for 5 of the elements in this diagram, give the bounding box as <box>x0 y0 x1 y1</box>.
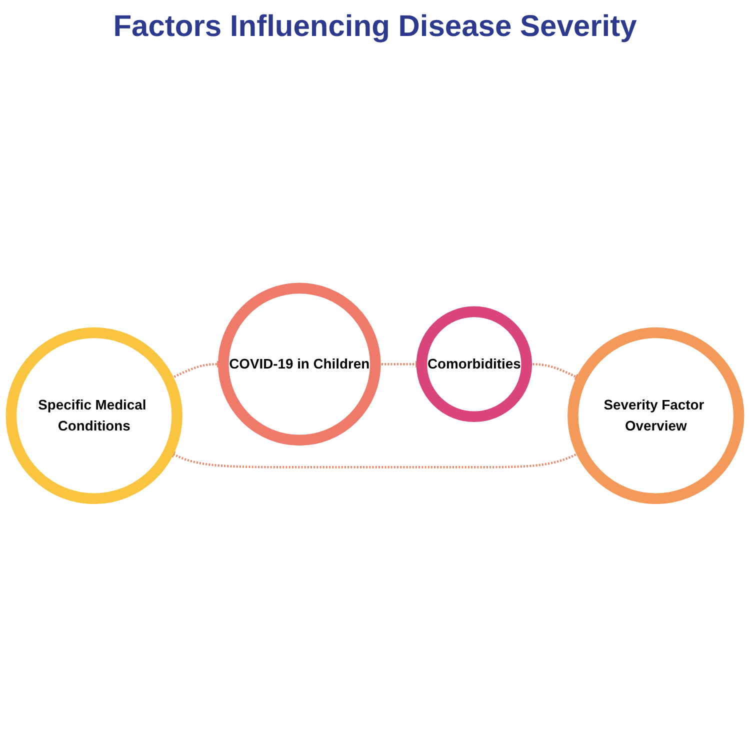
diagram-title: Factors Influencing Disease Severity <box>112 10 638 44</box>
node-circle: Comorbidities <box>416 306 532 422</box>
node-circle: Specific Medical Conditions <box>6 326 182 504</box>
node-circle: Severity Factor Overview <box>568 326 744 504</box>
node-circle: COVID-19 in Children <box>218 282 381 446</box>
